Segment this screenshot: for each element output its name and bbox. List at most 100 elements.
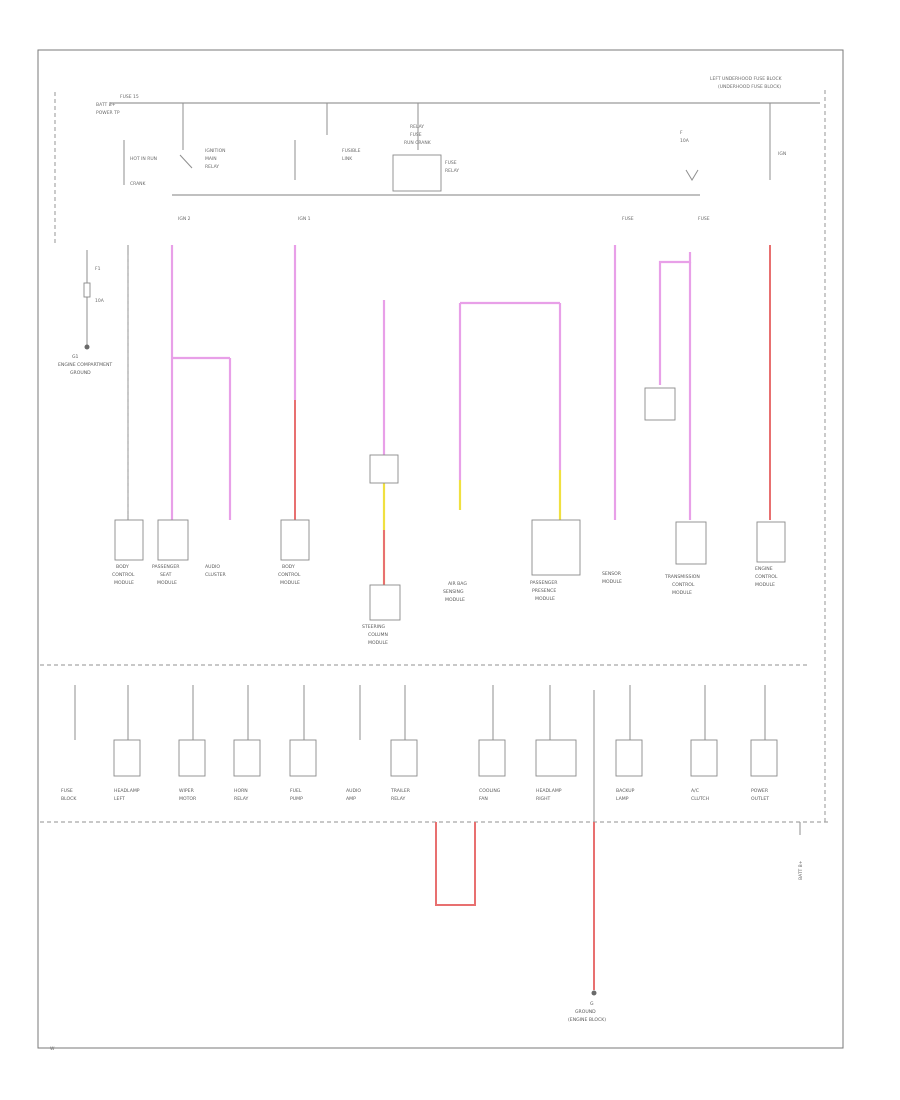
module-sensor: SENSOR MODULE — [602, 571, 622, 585]
svg-text:IGNITION: IGNITION — [205, 148, 226, 154]
svg-text:SENSOR: SENSOR — [602, 571, 622, 577]
svg-text:FUSE 15: FUSE 15 — [120, 94, 139, 100]
left-fuse-rating: 10A — [95, 298, 105, 304]
svg-text:SENSING: SENSING — [443, 589, 464, 595]
svg-text:G1: G1 — [72, 354, 79, 360]
svg-text:A/C: A/C — [691, 788, 699, 794]
svg-text:COOLING: COOLING — [479, 788, 501, 794]
svg-text:RIGHT: RIGHT — [536, 796, 551, 802]
module-passenger-presence: PASSENGER PRESENCE MODULE — [530, 519, 581, 602]
lower-component-9: HEADLAMP RIGHT — [535, 685, 577, 802]
svg-text:MODULE: MODULE — [672, 590, 692, 596]
drop-1-label: HOT IN RUN — [130, 156, 157, 162]
svg-text:RELAY: RELAY — [410, 124, 424, 130]
footer-mark: W — [50, 1046, 55, 1052]
lower-component-11: A/C CLUTCH — [690, 685, 718, 802]
svg-text:MODULE: MODULE — [535, 596, 555, 602]
svg-text:FUSE: FUSE — [61, 788, 73, 794]
drop-1-label-2: CRANK — [130, 181, 147, 187]
relay-box — [392, 154, 442, 192]
svg-text:F: F — [680, 130, 683, 136]
svg-text:BACKUP: BACKUP — [616, 788, 635, 794]
module-audio-cluster: AUDIO CLUSTER — [205, 564, 227, 578]
svg-text:WIPER: WIPER — [179, 788, 195, 794]
svg-text:GROUND: GROUND — [575, 1009, 596, 1015]
switch-label: IGNITION MAIN RELAY — [205, 148, 226, 170]
svg-text:BLOCK: BLOCK — [61, 796, 77, 802]
relay-label: RELAY FUSE RUN CRANK — [404, 124, 432, 146]
svg-text:GROUND: GROUND — [70, 370, 91, 376]
left-fuse-label: F1 — [95, 266, 101, 272]
svg-text:FUSIBLE: FUSIBLE — [342, 148, 361, 154]
svg-text:FUSE: FUSE — [698, 216, 710, 222]
diagram-frame — [37, 49, 844, 1049]
svg-text:IGN 2: IGN 2 — [178, 216, 191, 222]
svg-text:AUDIO: AUDIO — [205, 564, 220, 570]
svg-text:CONTROL: CONTROL — [112, 572, 135, 578]
svg-text:LAMP: LAMP — [616, 796, 629, 802]
branch-transmission: FUSE — [644, 216, 710, 520]
svg-text:PASSENGER: PASSENGER — [530, 580, 558, 586]
ground-point-g1 — [84, 344, 90, 350]
svg-text:HORN: HORN — [234, 788, 248, 794]
svg-text:(ENGINE BLOCK): (ENGINE BLOCK) — [568, 1017, 606, 1023]
module-body-control: BODY CONTROL MODULE — [112, 519, 144, 586]
switch-arm — [179, 154, 193, 169]
svg-text:BODY: BODY — [116, 564, 129, 570]
svg-text:LINK: LINK — [342, 156, 353, 162]
svg-text:SEAT: SEAT — [160, 572, 172, 578]
svg-text:COLUMN: COLUMN — [368, 632, 388, 638]
svg-text:IGN 1: IGN 1 — [298, 216, 311, 222]
svg-text:RUN CRANK: RUN CRANK — [404, 140, 432, 146]
lower-component-2: HEADLAMP LEFT — [113, 685, 141, 802]
svg-text:CONTROL: CONTROL — [278, 572, 301, 578]
ground-point — [591, 990, 597, 996]
svg-text:MODULE: MODULE — [114, 580, 134, 586]
lower-component-3: WIPER MOTOR — [178, 685, 206, 802]
svg-text:FUSE: FUSE — [622, 216, 634, 222]
svg-text:PRESENCE: PRESENCE — [532, 588, 556, 594]
svg-text:FUSE: FUSE — [410, 132, 422, 138]
module-engine: ENGINE CONTROL MODULE — [755, 521, 786, 588]
svg-text:CLUTCH: CLUTCH — [691, 796, 709, 802]
svg-text:HEADLAMP: HEADLAMP — [114, 788, 140, 794]
branch-passenger-seat: IGN 2 — [170, 216, 232, 520]
fuse-right-label: F 10A — [680, 130, 690, 144]
svg-text:HEADLAMP: HEADLAMP — [536, 788, 562, 794]
svg-text:BATT B+: BATT B+ — [96, 102, 116, 108]
svg-text:PUMP: PUMP — [290, 796, 303, 802]
module-steering-column: STEERING COLUMN MODULE — [362, 584, 401, 646]
right-arrow — [685, 169, 699, 181]
svg-text:(UNDERHOOD FUSE BLOCK): (UNDERHOOD FUSE BLOCK) — [718, 84, 781, 90]
svg-text:LEFT: LEFT — [114, 796, 125, 802]
svg-text:MOTOR: MOTOR — [179, 796, 197, 802]
svg-text:RELAY: RELAY — [205, 164, 219, 170]
branch-airbag — [458, 301, 562, 520]
module-body-control-2: BODY CONTROL MODULE — [278, 519, 310, 586]
left-fuse — [83, 282, 91, 298]
svg-text:TRAILER: TRAILER — [390, 788, 411, 794]
relay-box-label: FUSE RELAY — [445, 160, 459, 174]
module-passenger-seat: PASSENGER SEAT MODULE — [152, 519, 189, 586]
branch-body-control-2: IGN 1 — [293, 216, 311, 520]
svg-text:CONTROL: CONTROL — [755, 574, 778, 580]
module-transmission: TRANSMISSION CONTROL MODULE — [664, 521, 707, 596]
svg-text:FUSE: FUSE — [445, 160, 457, 166]
svg-text:RELAY: RELAY — [445, 168, 459, 174]
module-airbag: AIR BAG SENSING MODULE — [443, 581, 467, 603]
svg-text:MODULE: MODULE — [445, 597, 465, 603]
ground-label: G GROUND (ENGINE BLOCK) — [568, 1001, 606, 1023]
lower-loop-wire — [435, 822, 476, 906]
svg-text:MODULE: MODULE — [280, 580, 300, 586]
svg-text:AMP: AMP — [346, 796, 356, 802]
svg-text:10A: 10A — [680, 138, 690, 144]
branch-sensor: FUSE — [613, 216, 634, 520]
svg-text:LEFT UNDERHOOD FUSE BLOCK: LEFT UNDERHOOD FUSE BLOCK — [710, 76, 783, 82]
svg-text:MODULE: MODULE — [755, 582, 775, 588]
svg-text:PASSENGER: PASSENGER — [152, 564, 180, 570]
